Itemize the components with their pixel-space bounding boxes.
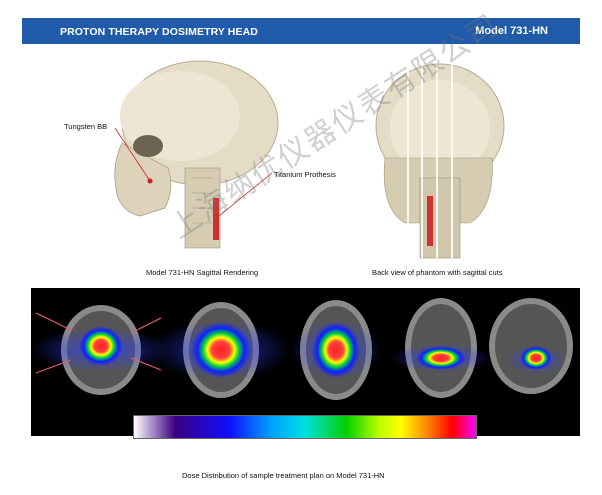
page-title: PROTON THERAPY DOSIMETRY HEAD — [60, 26, 258, 38]
colorbar-tick-label: 30% — [225, 441, 239, 448]
colorbar-tick-label: 60% — [324, 441, 338, 448]
skull-renderings — [114, 58, 505, 259]
colorbar-tick-label: 40% — [258, 441, 272, 448]
max-dose-label: Max: 107.7% — [484, 441, 522, 448]
label-tungsten-bb: Tungsten BB — [64, 122, 108, 131]
ct-slice-3 — [291, 300, 381, 400]
colorbar-tick-label: 90% — [423, 441, 437, 448]
colorbar-tick-label: 80% — [390, 441, 404, 448]
ct-slice-5 — [489, 298, 573, 394]
skull-back-view — [375, 58, 505, 259]
skull-side-view — [114, 60, 279, 249]
model-number: Model 731-HN — [475, 25, 548, 37]
caption-dose-distribution: Dose Distribution of sample treatment pl… — [182, 471, 385, 480]
ct-slice-2 — [151, 302, 291, 398]
colorbar-tick-label: 0% — [128, 441, 138, 448]
ct-slice-4 — [391, 298, 491, 398]
colorbar-tick-label: 50% — [291, 441, 305, 448]
caption-back-view: Back view of phantom with sagittal cuts — [372, 268, 503, 277]
colorbar-tick-label: 100% — [454, 441, 472, 448]
colorbar-tick-label: 20% — [192, 441, 206, 448]
dose-distribution-panel — [31, 288, 580, 436]
ct-slice-1 — [31, 305, 171, 395]
colorbar-tick-label: 10% — [159, 441, 173, 448]
label-titanium-prosthesis: Titanium Prothesis — [274, 170, 336, 179]
colorbar-tick-label: 70% — [357, 441, 371, 448]
ct-scan-slices — [31, 298, 573, 400]
dose-colorbar — [133, 415, 477, 439]
header-bar: PROTON THERAPY DOSIMETRY HEAD Model 731-… — [22, 18, 580, 44]
caption-sagittal-rendering: Model 731-HN Sagittal Rendering — [146, 268, 259, 277]
